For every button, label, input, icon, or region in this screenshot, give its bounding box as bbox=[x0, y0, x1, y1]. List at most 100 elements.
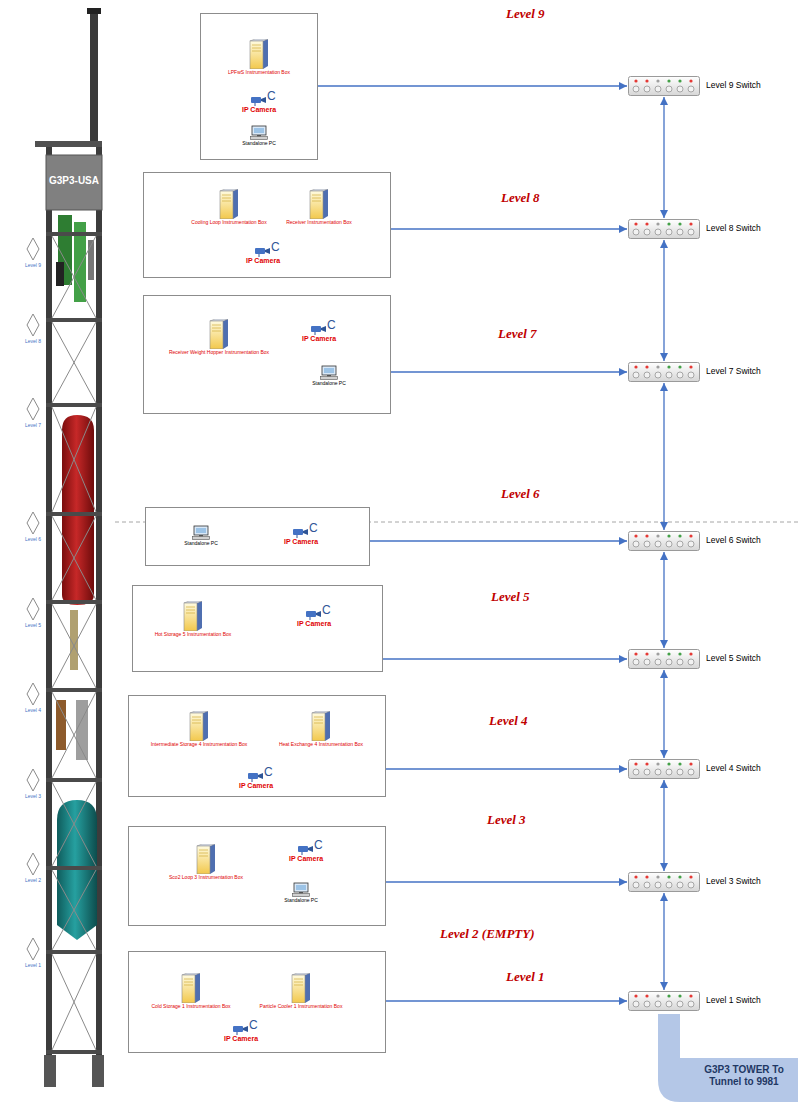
level-group: Level 5Hot Storage 5 Instrumentation Box… bbox=[132, 585, 383, 672]
standalone-pc: Standalone PC bbox=[229, 125, 289, 147]
level-group: Level 4Intermediate Storage 4 Instrument… bbox=[128, 695, 386, 797]
switch-icon bbox=[628, 872, 700, 892]
node-label: Receiver Weight Hopper Instrumentation B… bbox=[149, 350, 289, 356]
network-switch: Level 1 Switch bbox=[628, 991, 700, 1011]
ip-camera: CIP Camera bbox=[294, 325, 344, 345]
tunnel-box: G3P3 TOWER To Tunnel to 9981 bbox=[690, 1058, 798, 1102]
node-label: IP Camera bbox=[231, 782, 281, 790]
pc-icon bbox=[292, 882, 310, 897]
level-marker-label: Level 4 bbox=[22, 707, 44, 713]
camera-mark: C bbox=[264, 766, 273, 780]
ip-camera: CIP Camera bbox=[231, 772, 281, 792]
node-label: Level 7 Switch bbox=[706, 367, 761, 377]
ip-camera: CIP Camera bbox=[238, 247, 288, 267]
node-label: IP Camera bbox=[238, 257, 288, 265]
server-icon bbox=[311, 711, 331, 741]
switch-uplink bbox=[663, 780, 664, 871]
equipment bbox=[56, 262, 64, 286]
level-group: Level 6Standalone PCCIP Camera bbox=[145, 507, 370, 566]
instrumentation-box: Heat Exchange 4 Instrumentation Box bbox=[266, 711, 376, 748]
node-label: Receiver Instrumentation Box bbox=[274, 220, 364, 226]
level-diamond bbox=[27, 512, 39, 534]
brace bbox=[52, 407, 96, 512]
level-diamond bbox=[27, 598, 39, 620]
level-heading: Level 8 bbox=[501, 191, 540, 206]
brace bbox=[52, 322, 96, 403]
tower bbox=[35, 8, 104, 1087]
camera-icon bbox=[298, 845, 314, 855]
floor-beam bbox=[46, 950, 102, 954]
brace bbox=[52, 516, 96, 600]
mast-top bbox=[87, 8, 101, 14]
floor-beam bbox=[46, 1050, 102, 1054]
switch-uplink bbox=[663, 893, 664, 990]
camera-mark: C bbox=[327, 319, 336, 333]
instrumentation-box: Intermediate Storage 4 Instrumentation B… bbox=[137, 711, 262, 748]
switch-uplink bbox=[663, 240, 664, 361]
switch-icon bbox=[628, 219, 700, 239]
switch-icon bbox=[628, 76, 700, 96]
level-marker-label: Level 9 bbox=[22, 262, 44, 268]
sign-board bbox=[46, 155, 102, 210]
network-switch: Level 4 Switch bbox=[628, 759, 700, 779]
tower-sign-text: G3P3-USA bbox=[46, 175, 102, 186]
node-label: Intermediate Storage 4 Instrumentation B… bbox=[137, 742, 262, 748]
level-marker-label: Level 5 bbox=[22, 622, 44, 628]
standalone-pc: Standalone PC bbox=[299, 365, 359, 387]
level-heading: Level 2 (EMPTY) bbox=[440, 926, 535, 942]
node-label: Level 9 Switch bbox=[706, 81, 761, 91]
floor-beam bbox=[46, 778, 102, 782]
server-icon bbox=[196, 844, 216, 874]
column bbox=[46, 147, 52, 1085]
node-label: IP Camera bbox=[289, 620, 339, 628]
level-group: Level 1Cold Storage 1 Instrumentation Bo… bbox=[128, 951, 386, 1053]
node-label: Particle Cooler 1 Instrumentation Box bbox=[249, 1004, 354, 1010]
node-label: Level 5 Switch bbox=[706, 654, 761, 664]
level-group: Level 3Sco2 Loop 3 Instrumentation BoxCI… bbox=[128, 826, 386, 926]
node-label: IP Camera bbox=[294, 335, 344, 343]
instrumentation-box: Receiver Weight Hopper Instrumentation B… bbox=[149, 319, 289, 356]
floor-beam bbox=[46, 600, 102, 604]
ip-camera: CIP Camera bbox=[276, 528, 326, 548]
network-link bbox=[386, 1000, 627, 1001]
top-beam bbox=[35, 141, 102, 147]
node-label: IP Camera bbox=[216, 1035, 266, 1043]
node-label: Standalone PC bbox=[299, 381, 359, 387]
brace bbox=[52, 322, 96, 403]
switch-icon bbox=[628, 362, 700, 382]
brace bbox=[52, 692, 96, 778]
network-switch: Level 3 Switch bbox=[628, 872, 700, 892]
instrumentation-box: Hot Storage 5 Instrumentation Box bbox=[138, 601, 248, 638]
level-heading: Level 6 bbox=[501, 487, 540, 502]
network-switch: Level 6 Switch bbox=[628, 531, 700, 551]
server-icon bbox=[219, 189, 239, 219]
ip-camera: CIP Camera bbox=[216, 1025, 266, 1045]
level-diamond bbox=[27, 398, 39, 420]
brace bbox=[52, 870, 96, 950]
server-icon bbox=[181, 973, 201, 1003]
ip-camera: CIP Camera bbox=[289, 610, 339, 630]
server-icon bbox=[183, 601, 203, 631]
server-icon bbox=[291, 973, 311, 1003]
camera-mark: C bbox=[322, 604, 331, 618]
level-marker-label: Level 3 bbox=[22, 793, 44, 799]
level-diamond bbox=[27, 769, 39, 791]
level-group: Level 7Receiver Weight Hopper Instrument… bbox=[143, 295, 391, 414]
brace bbox=[52, 604, 96, 688]
floor-beam bbox=[46, 866, 102, 870]
standalone-pc: Standalone PC bbox=[171, 525, 231, 547]
camera-mark: C bbox=[267, 90, 276, 104]
switch-uplink bbox=[663, 383, 664, 530]
server-icon bbox=[189, 711, 209, 741]
level-diamond bbox=[27, 853, 39, 875]
level-diamond bbox=[27, 238, 39, 260]
switch-uplink bbox=[663, 97, 664, 218]
node-label: Cold Storage 1 Instrumentation Box bbox=[141, 1004, 241, 1010]
brace bbox=[52, 236, 96, 318]
switch-uplink bbox=[663, 552, 664, 648]
floor-beam bbox=[46, 512, 102, 516]
level-marker-label: Level 2 bbox=[22, 877, 44, 883]
node-label: Hot Storage 5 Instrumentation Box bbox=[138, 632, 248, 638]
instrumentation-box: Receiver Instrumentation Box bbox=[274, 189, 364, 226]
